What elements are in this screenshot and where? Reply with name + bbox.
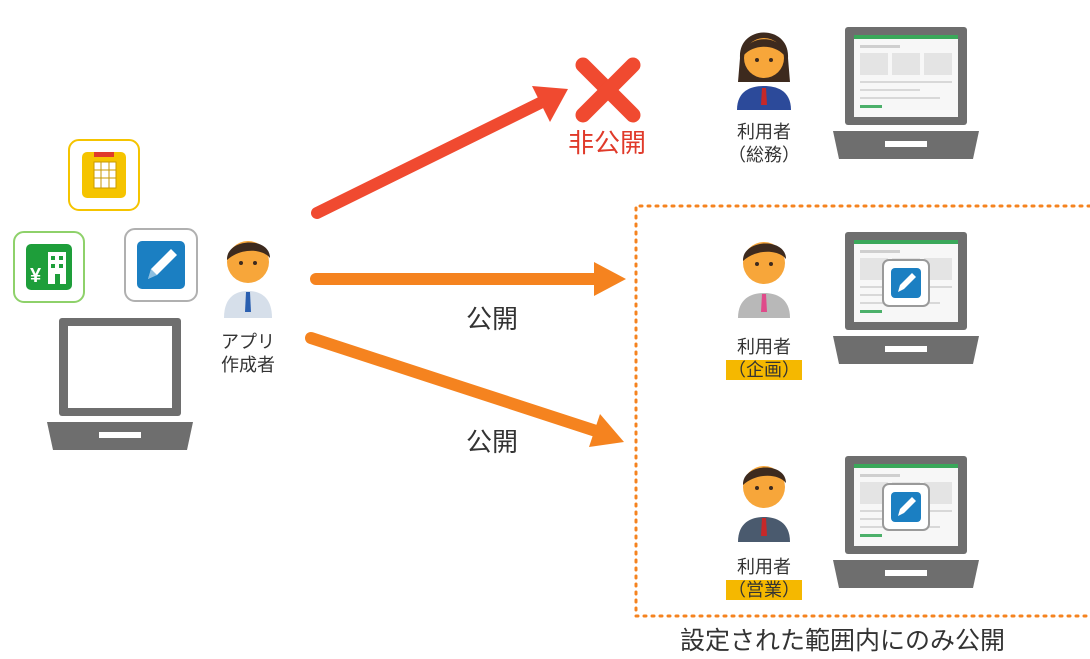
calendar-app-icon xyxy=(68,139,140,211)
user-laptop-icon-3 xyxy=(833,456,979,588)
creator-label-line1: アプリ xyxy=(221,332,275,352)
creator-label-line2: 作成者 xyxy=(221,355,275,375)
finance-app-icon: ¥ xyxy=(13,231,85,303)
user-role-1: 利用者 xyxy=(737,122,791,142)
creator-laptop-icon xyxy=(47,318,193,450)
user-label-2: 利用者 （企画） xyxy=(720,336,808,382)
scope-boundary xyxy=(634,204,1090,618)
arrow-public-2 xyxy=(305,332,624,447)
user-person-icon-3 xyxy=(738,466,790,542)
user-role-2: 利用者 xyxy=(737,337,791,357)
user-dept-3: （営業） xyxy=(726,580,802,600)
creator-label: アプリ 作成者 xyxy=(212,331,284,377)
user-dept-1: （総務） xyxy=(728,145,800,165)
user-person-icon-1 xyxy=(737,32,791,110)
creator-person-icon xyxy=(224,241,272,318)
svg-text:¥: ¥ xyxy=(30,265,42,287)
user-person-icon-2 xyxy=(738,242,790,318)
private-label: 非公開 xyxy=(568,128,647,158)
user-role-3: 利用者 xyxy=(737,557,791,577)
scope-caption: 設定された範囲内にのみ公開 xyxy=(680,627,1006,655)
public-label-2: 公開 xyxy=(466,427,519,457)
arrow-public-1 xyxy=(310,262,626,296)
user-label-1: 利用者 （総務） xyxy=(720,121,808,167)
cross-icon xyxy=(575,57,641,123)
user-label-3: 利用者 （営業） xyxy=(720,556,808,602)
public-label-1: 公開 xyxy=(466,304,519,334)
edit-app-icon xyxy=(124,228,198,302)
user-laptop-icon-1 xyxy=(833,27,979,159)
user-dept-2: （企画） xyxy=(726,360,802,380)
arrow-private xyxy=(311,86,568,219)
user-laptop-icon-2 xyxy=(833,232,979,364)
